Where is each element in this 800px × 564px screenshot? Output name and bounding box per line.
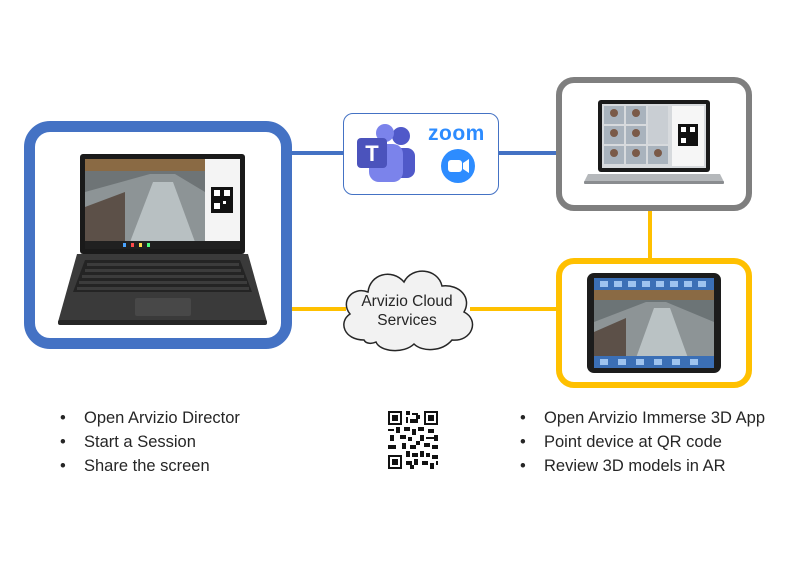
list-item: Share the screen xyxy=(56,454,240,478)
cloud-label-line2: Services xyxy=(377,312,437,329)
immerse-steps-list: Open Arvizio Immerse 3D App Point device… xyxy=(516,406,765,478)
director-steps-list: Open Arvizio Director Start a Session Sh… xyxy=(56,406,240,478)
svg-text:T: T xyxy=(365,141,379,166)
list-item: Point device at QR code xyxy=(516,430,765,454)
list-item: Open Arvizio Director xyxy=(56,406,240,430)
list-item: Open Arvizio Immerse 3D App xyxy=(516,406,765,430)
zoom-wordmark: zoom xyxy=(428,122,485,145)
cloud-label-line1: Arvizio Cloud xyxy=(361,293,453,310)
list-item: Review 3D models in AR xyxy=(516,454,765,478)
cloud-icon xyxy=(343,270,474,352)
list-item: Start a Session xyxy=(56,430,240,454)
tablet-icon xyxy=(587,273,721,373)
qr-code-icon xyxy=(388,411,438,469)
laptop-icon xyxy=(58,154,267,325)
cloud-services-label: Arvizio Cloud Services xyxy=(344,292,470,330)
teams-icon: T xyxy=(357,124,415,182)
zoom-icon xyxy=(441,149,475,183)
video-call-laptop-icon xyxy=(584,100,724,184)
